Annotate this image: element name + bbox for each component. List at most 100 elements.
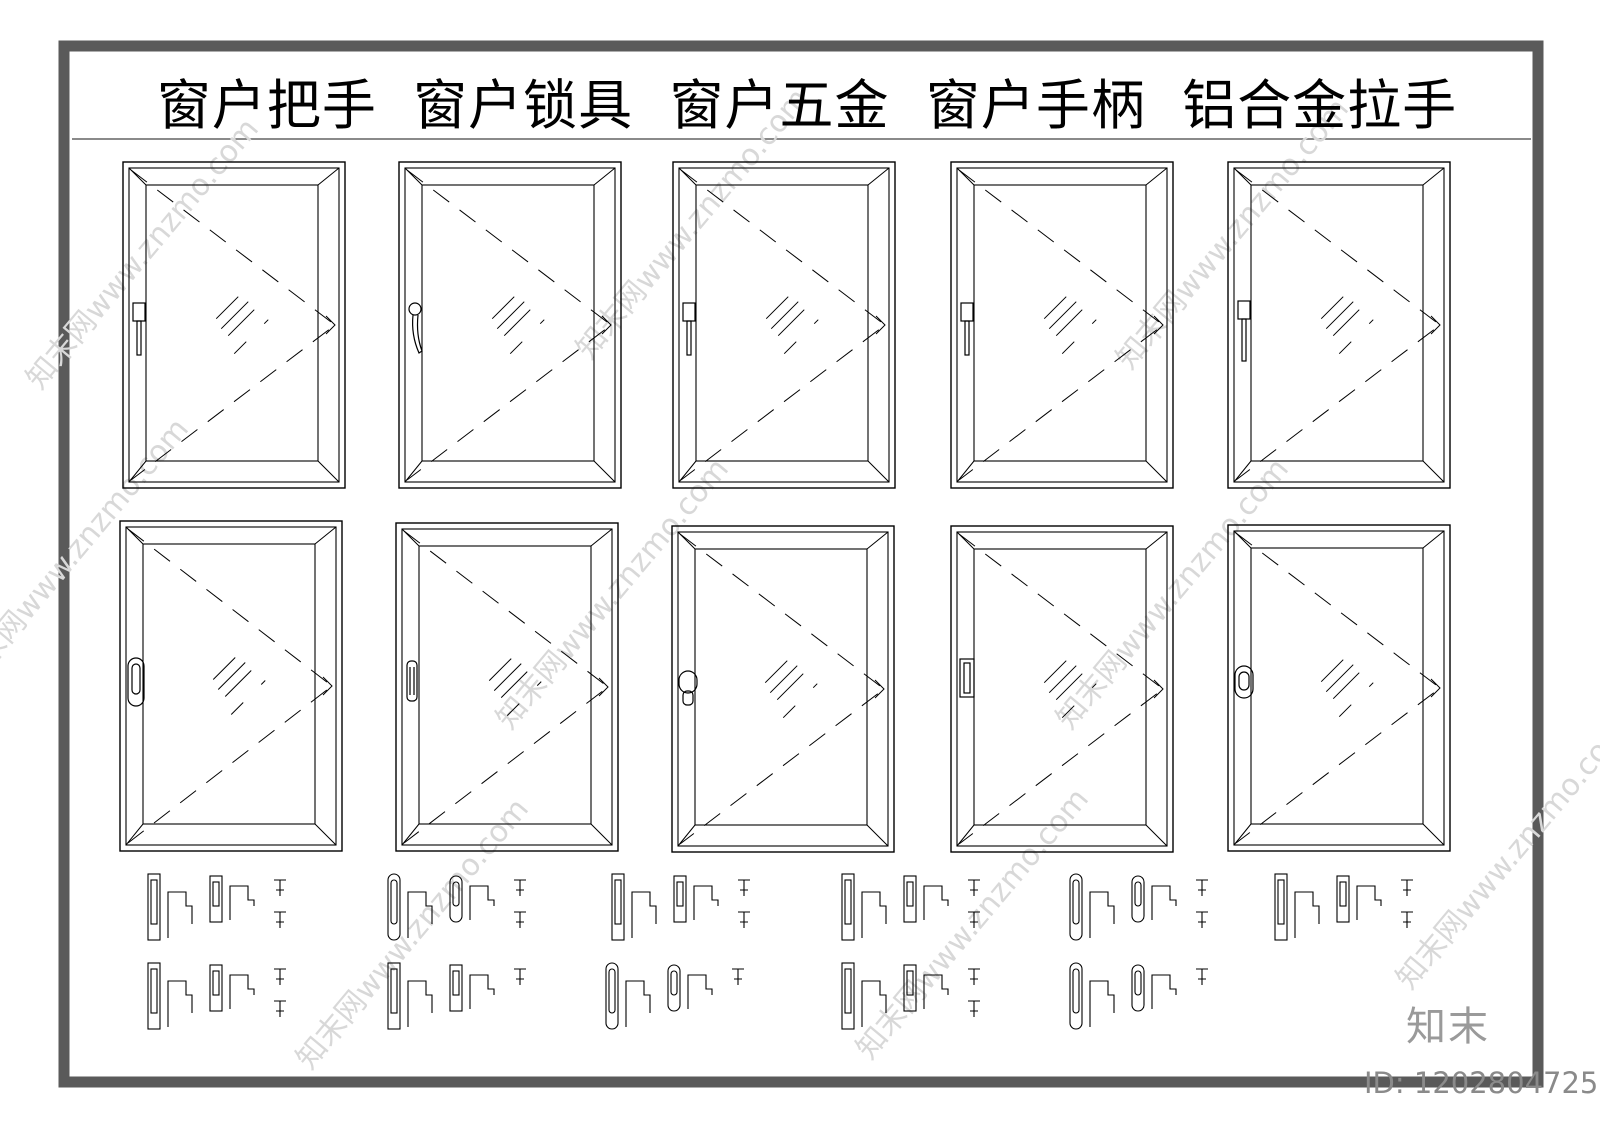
glass-reflection (1043, 660, 1097, 719)
sash-frame (128, 167, 340, 483)
outer-frame (395, 522, 619, 852)
handle-set-6 (1274, 873, 1413, 941)
lever-long-icon (1237, 300, 1251, 362)
glass-pane (973, 184, 1147, 462)
frame-mitres (1233, 530, 1445, 846)
window-6 (119, 520, 343, 852)
outer-frame (119, 520, 343, 852)
handle-set-7 (147, 962, 286, 1030)
sash-frame (1233, 167, 1445, 483)
handle-set-10 (841, 962, 980, 1030)
mushroom-knob-icon (1234, 665, 1254, 699)
brand-logo: 知末 (1406, 1004, 1490, 1050)
slim-lever-icon (406, 660, 418, 702)
handle-set-11 (1069, 962, 1208, 1030)
hinge-marker (875, 315, 886, 335)
opening-direction-lines (679, 533, 885, 845)
lever-icon (682, 302, 696, 356)
frame-mitres (678, 167, 890, 483)
hinge-marker (325, 315, 336, 335)
frame-mitres (128, 167, 340, 483)
outer-frame (671, 525, 895, 853)
glass-pane (142, 543, 316, 825)
opening-direction-lines (1235, 169, 1441, 481)
glass-reflection (1320, 659, 1374, 718)
lever-icon (132, 302, 146, 356)
glass-pane (145, 184, 319, 462)
crescent-handle-icon (408, 302, 423, 354)
window-9 (950, 525, 1174, 853)
sash-frame (401, 528, 613, 846)
outer-frame (398, 161, 622, 489)
window-8 (671, 525, 895, 853)
outer-frame (1227, 524, 1451, 852)
sash-frame (678, 167, 890, 483)
page-title: 窗户把手 窗户锁具 窗户五金 窗户手柄 铝合金拉手 (156, 73, 1458, 137)
handle-set-5 (1069, 873, 1208, 941)
hinge-marker (874, 679, 885, 699)
handle-set-4 (841, 873, 980, 941)
handle-set-2 (387, 873, 526, 941)
frame-mitres (956, 531, 1168, 847)
glass-reflection (212, 657, 266, 715)
hinge-marker (322, 676, 333, 696)
glass-pane (421, 184, 595, 462)
sash-frame (125, 526, 337, 846)
hinge-marker (601, 315, 612, 335)
window-grid (119, 161, 1451, 853)
outer-frame (950, 161, 1174, 489)
hinge-marker (1430, 678, 1441, 698)
outer-frame (1227, 161, 1451, 489)
outer-frame (950, 525, 1174, 853)
opening-direction-lines (958, 533, 1164, 845)
handle-catalog (147, 873, 1413, 1030)
frame-mitres (1233, 167, 1445, 483)
glass-pane (418, 545, 592, 825)
window-1 (122, 161, 346, 489)
opening-direction-lines (958, 169, 1164, 481)
handle-set-1 (147, 873, 286, 941)
frame-mitres (404, 167, 616, 483)
sash-frame (956, 531, 1168, 847)
glass-pane (1250, 184, 1424, 462)
frame-mitres (401, 528, 613, 846)
hinge-marker (1430, 315, 1441, 335)
opening-direction-lines (130, 169, 336, 481)
outer-frame (672, 161, 896, 489)
handle-set-3 (611, 873, 750, 941)
glass-reflection (765, 296, 819, 355)
window-2 (398, 161, 622, 489)
plate-lever-icon (959, 658, 975, 698)
window-7 (395, 522, 619, 852)
opening-direction-lines (403, 530, 609, 844)
glass-reflection (488, 658, 542, 716)
opening-direction-lines (680, 169, 886, 481)
lever-icon (960, 302, 974, 356)
frame-mitres (677, 531, 889, 847)
glass-reflection (215, 296, 269, 355)
opening-direction-lines (127, 528, 333, 844)
glass-pane (695, 184, 869, 462)
hinge-marker (598, 677, 609, 697)
window-10 (1227, 524, 1451, 852)
opening-direction-lines (1235, 532, 1441, 844)
handle-set-9 (605, 962, 744, 1030)
glass-pane (694, 548, 868, 826)
hinge-marker (1153, 679, 1164, 699)
glass-reflection (1043, 296, 1097, 355)
sash-frame (677, 531, 889, 847)
outer-border (58, 40, 1544, 1088)
sash-frame (956, 167, 1168, 483)
glass-reflection (1320, 296, 1374, 355)
opening-direction-lines (406, 169, 612, 481)
glass-reflection (764, 660, 818, 719)
window-5 (1227, 161, 1451, 489)
outer-frame (122, 161, 346, 489)
frame-mitres (125, 526, 337, 846)
glass-pane (1250, 547, 1424, 825)
knob-icon (678, 670, 698, 706)
hinge-marker (1153, 315, 1164, 335)
handle-set-8 (387, 962, 526, 1030)
